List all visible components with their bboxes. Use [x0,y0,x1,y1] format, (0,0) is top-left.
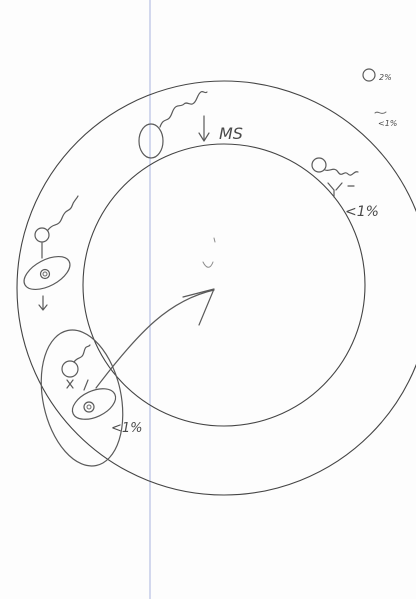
tilde-mark [375,112,386,113]
outer-ring [17,81,416,495]
right-percent-label: <1% [345,204,379,220]
down-arrow-icon [199,116,209,141]
cell-with-antibody-icon [312,158,358,197]
ms-label: MS [219,124,243,143]
corner-top-label: 2% [379,73,392,82]
inner-ring [83,144,365,426]
left-small-arrow-icon [39,296,47,310]
lower-left-cluster [30,322,135,473]
left-cell-with-flagellum-icon [35,196,78,258]
circle-icon [363,69,375,81]
corner-bottom-label: <1% [378,119,397,128]
left-percent-label: <1% [111,421,143,436]
cell-with-flagellum-icon [139,92,207,158]
left-attached-cell-icon [19,250,75,296]
center-faint-marks [203,238,215,267]
